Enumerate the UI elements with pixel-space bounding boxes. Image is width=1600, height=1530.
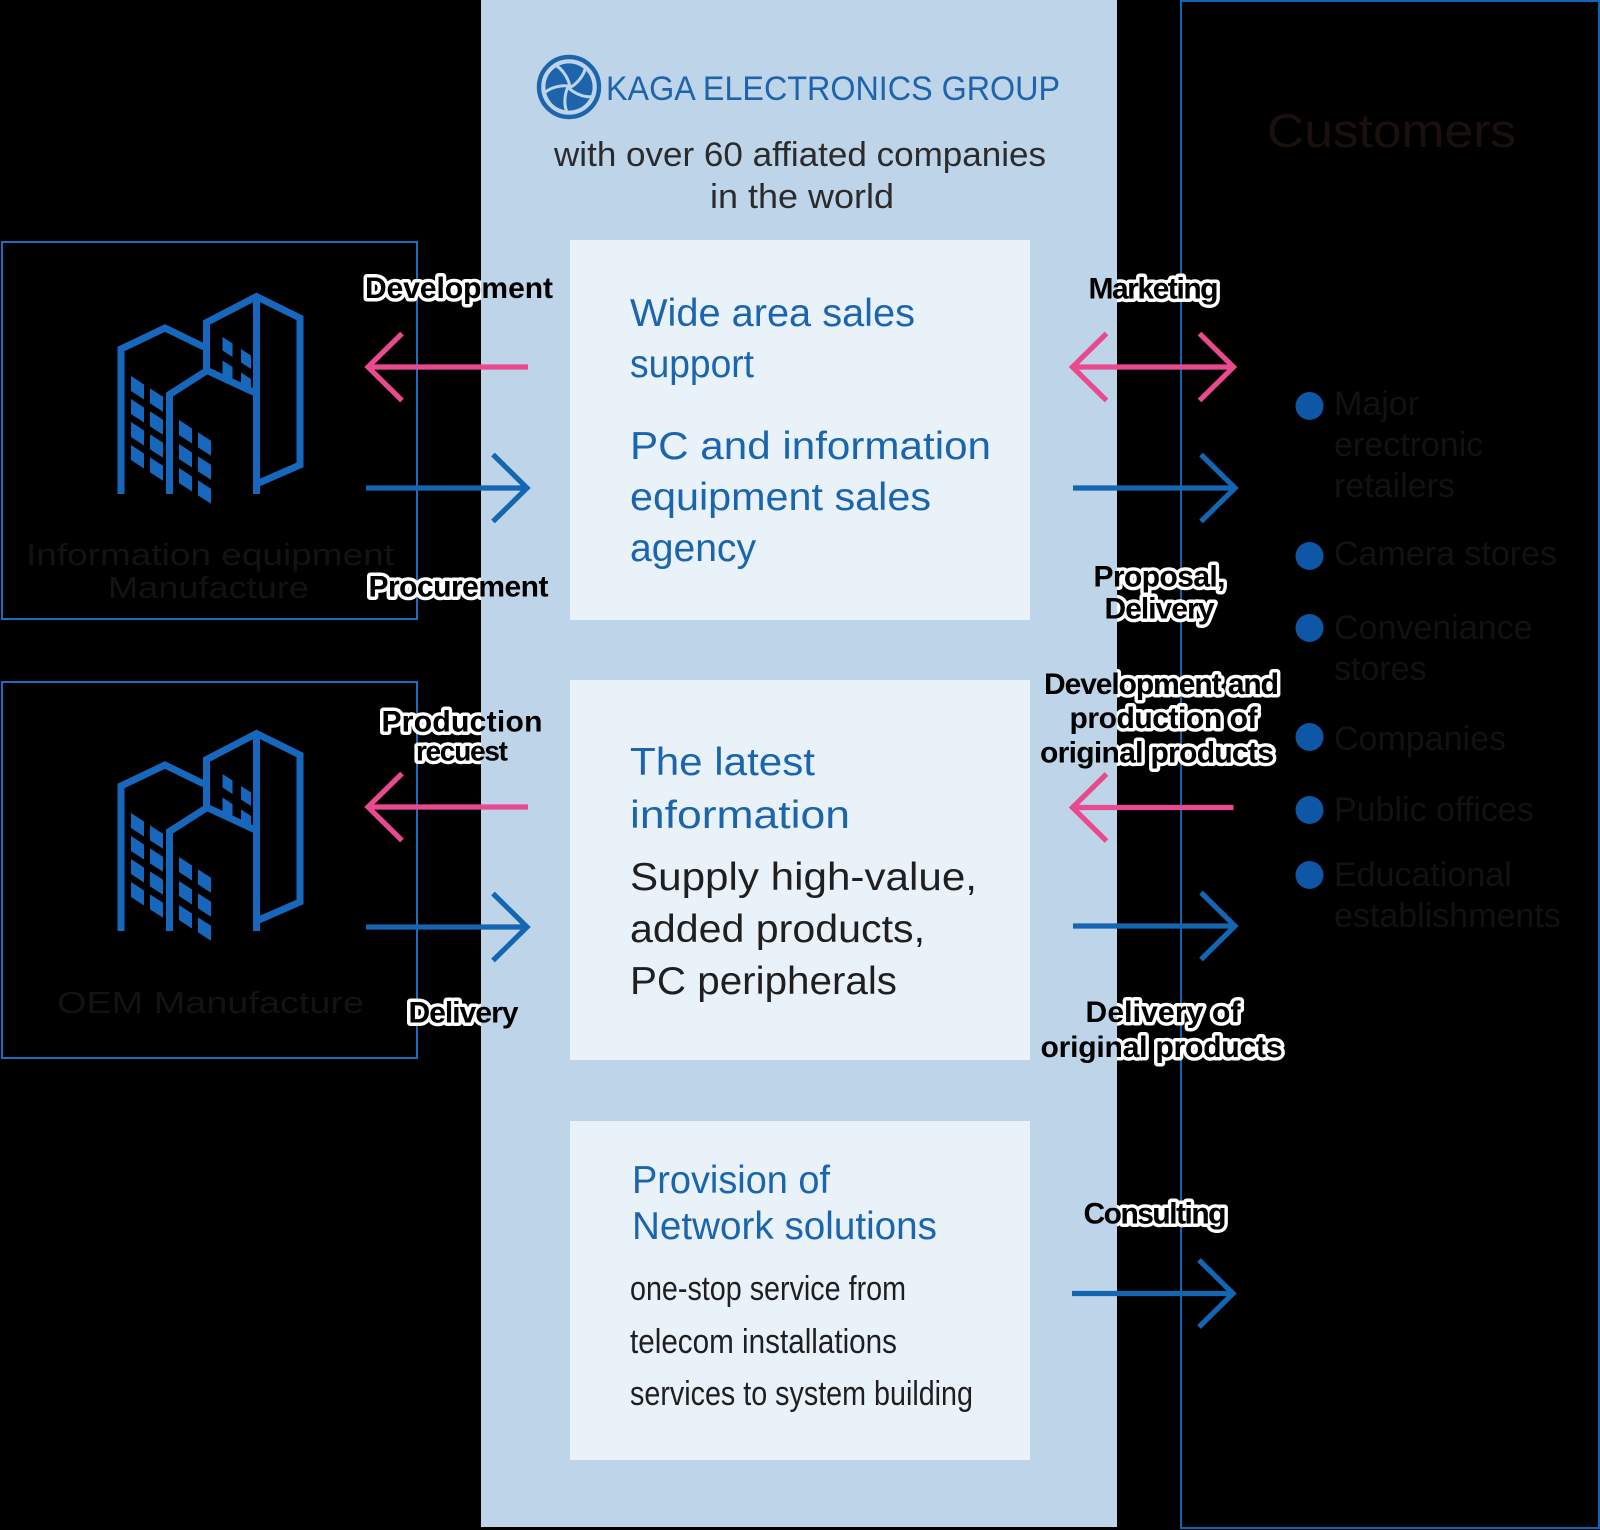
svg-text:recuest: recuest bbox=[416, 736, 508, 767]
svg-text:original products: original products bbox=[1040, 737, 1274, 770]
svg-text:production of: production of bbox=[1070, 702, 1259, 735]
svg-text:Delivery of: Delivery of bbox=[1086, 996, 1242, 1029]
svg-text:Production: Production bbox=[382, 706, 543, 739]
svg-text:Development and: Development and bbox=[1044, 668, 1279, 701]
svg-text:original products: original products bbox=[1041, 1031, 1283, 1064]
svg-text:Consulting: Consulting bbox=[1084, 1198, 1227, 1231]
svg-text:Proposal,: Proposal, bbox=[1094, 561, 1226, 594]
svg-text:Marketing: Marketing bbox=[1089, 273, 1219, 306]
svg-text:Delivery: Delivery bbox=[409, 997, 519, 1030]
svg-text:Delivery: Delivery bbox=[1105, 593, 1215, 626]
svg-text:Delivery: Delivery bbox=[1105, 593, 1215, 626]
svg-text:Procurement: Procurement bbox=[369, 571, 549, 604]
svg-text:Development: Development bbox=[365, 272, 553, 305]
